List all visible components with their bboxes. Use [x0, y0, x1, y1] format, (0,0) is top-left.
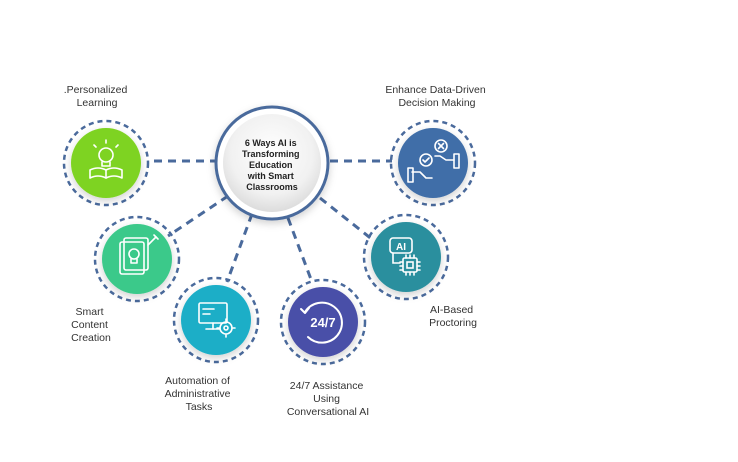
node-label-line: Tasks — [186, 401, 213, 413]
node-label: Automation of Administrative Tasks — [165, 375, 234, 413]
node-dashed-ring — [172, 276, 260, 364]
node-label-line: 24/7 Assistance — [290, 380, 364, 392]
node-label-line: Smart — [76, 306, 104, 318]
node-circle — [181, 285, 251, 355]
node-label-line: AI-Based — [430, 304, 473, 316]
node-label-line: Enhance Data-Driven — [385, 84, 486, 96]
center-circle — [223, 114, 321, 212]
node-label-line: .Personalized — [64, 84, 128, 96]
node-label: Enhance Data-Driven Decision Making — [385, 84, 488, 109]
connector-assistance — [286, 217, 314, 283]
node-circle — [71, 128, 141, 198]
ai-chip-text: AI — [396, 242, 406, 253]
center-title-line: Classrooms — [246, 182, 298, 192]
center-title: 6 Ways AI is Transforming Education with… — [242, 138, 302, 192]
connector-smart-content — [167, 194, 229, 238]
lightbulb-book-icon — [89, 139, 123, 179]
connector-automation — [225, 213, 254, 283]
node-dashed-ring — [93, 215, 181, 303]
node-ai-based-proctoring: AI AI-Based Proctoring — [362, 213, 477, 329]
node-label-line: Automation of — [165, 375, 230, 387]
node-label-line: Using — [313, 393, 340, 405]
node-label-line: Learning — [77, 97, 118, 109]
clock-24-7-text: 24/7 — [310, 315, 335, 330]
node-label-line: Decision Making — [398, 97, 475, 109]
center-node: 6 Ways AI is Transforming Education with… — [214, 105, 330, 221]
document-lightbulb-icon — [119, 234, 159, 275]
node-smart-content-creation: Smart Content Creation — [71, 215, 181, 344]
connector-proctoring — [319, 196, 379, 246]
node-label: Smart Content Creation — [71, 306, 111, 344]
connectors — [150, 159, 392, 283]
hands-decision-icon — [407, 139, 460, 183]
node-dashed-ring — [389, 119, 477, 207]
node-dashed-ring — [62, 119, 150, 207]
node-dashed-ring — [362, 213, 450, 301]
computer-gear-icon — [198, 302, 236, 338]
node-label-line: Creation — [71, 332, 111, 344]
node-label-line: Administrative — [165, 388, 231, 400]
node-automation-administrative-tasks: Automation of Administrative Tasks — [165, 276, 260, 413]
node-label: 24/7 Assistance Using Conversational AI — [287, 380, 369, 418]
center-title-line: Transforming — [242, 149, 300, 159]
center-title-line: with Smart — [247, 171, 294, 181]
center-title-line: Education — [249, 160, 293, 170]
clock-24-7-icon: 24/7 — [300, 301, 343, 344]
node-circle — [288, 287, 358, 357]
node-dashed-ring — [279, 278, 367, 366]
node-circle — [398, 128, 468, 198]
ai-chip-icon: AI — [389, 237, 421, 276]
node-label-line: Content — [71, 319, 108, 331]
node-data-driven-decision: Enhance Data-Driven Decision Making — [385, 84, 488, 207]
node-assistance-conversational-ai: 24/7 24/7 Assistance Using Conversationa… — [279, 278, 369, 418]
node-label: AI-Based Proctoring — [429, 304, 477, 329]
node-personalized-learning: .Personalized Learning — [62, 84, 150, 207]
center-title-line: 6 Ways AI is — [245, 138, 297, 148]
node-label-line: Conversational AI — [287, 406, 369, 418]
node-label-line: Proctoring — [429, 317, 477, 329]
node-label: .Personalized Learning — [64, 84, 131, 109]
